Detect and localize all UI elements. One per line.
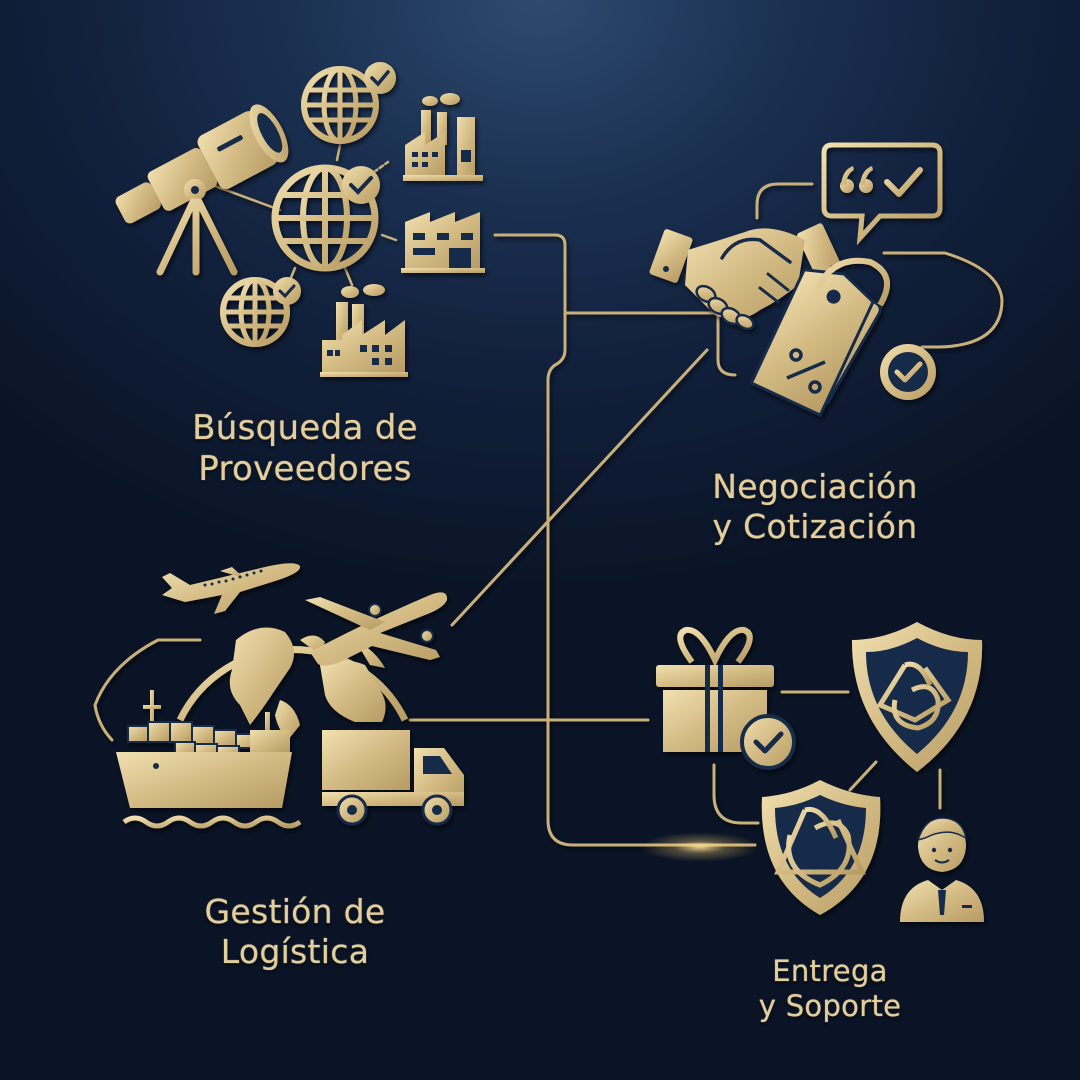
factory-icon xyxy=(320,284,408,377)
stage-label-line: Negociación xyxy=(712,467,918,506)
globe-check-icon xyxy=(301,62,396,144)
connector-diagonal xyxy=(450,348,709,627)
stage-label-line: y Cotización xyxy=(712,507,918,547)
globe-check-icon xyxy=(271,164,380,272)
connector-negociacion-loop xyxy=(882,251,1004,349)
stage-busqueda-icons xyxy=(115,62,485,377)
delivery-truck-icon xyxy=(322,730,464,826)
connector-busqueda-trunk xyxy=(493,233,757,847)
connector-globe-factory-bottom xyxy=(343,266,354,287)
connector-globe-factory-mid xyxy=(380,233,398,242)
discount-tag-icon xyxy=(749,257,891,418)
support-agent-icon xyxy=(900,817,984,922)
airplane-icon xyxy=(162,563,301,614)
stage-label-entrega: Entrega y Soporte xyxy=(710,954,950,1025)
stage-logistica-icons xyxy=(116,563,464,829)
handshake-icon xyxy=(649,223,841,331)
factory-icon xyxy=(403,93,483,181)
connector-gift-shield xyxy=(712,763,760,825)
factory-icon xyxy=(401,212,485,273)
stage-negociacion-icons xyxy=(649,142,943,418)
telescope-icon xyxy=(115,104,289,276)
quote-check-speech-bubble-icon xyxy=(821,142,943,246)
stage-label-negociacion: Negociación y Cotización xyxy=(660,467,970,548)
stage-entrega-icons xyxy=(656,622,984,922)
connector-globe-globe-top xyxy=(335,143,342,162)
connector-telescope-globe xyxy=(213,184,282,212)
stage-label-line: Entrega xyxy=(772,954,888,988)
stage-label-busqueda: Búsqueda de Proveedores xyxy=(140,408,470,491)
connector-lines xyxy=(93,143,1004,847)
connector-shield-shield xyxy=(848,760,878,792)
globe-check-icon xyxy=(220,277,301,347)
connector-logistica-bracket xyxy=(93,638,202,742)
stage-label-logistica: Gestión de Logística xyxy=(150,892,440,973)
shield-knot-icon xyxy=(761,780,881,915)
stage-label-line: y Soporte xyxy=(758,989,902,1024)
airplane-icon xyxy=(305,592,448,666)
connector-to-negociacion xyxy=(563,311,737,377)
cargo-ship-icon xyxy=(116,690,302,829)
shield-knot-icon xyxy=(851,622,983,772)
stage-label-line: Búsqueda de xyxy=(192,408,418,448)
stage-label-line: Gestión de xyxy=(204,892,386,931)
connector-globe-factory-top xyxy=(372,160,390,174)
check-circle-icon xyxy=(880,344,936,400)
gift-box-check-icon xyxy=(656,626,796,770)
connector-negociacion-bubble xyxy=(755,182,814,220)
stage-label-line: Proveedores xyxy=(198,449,412,490)
stage-label-line: Logística xyxy=(220,932,370,972)
